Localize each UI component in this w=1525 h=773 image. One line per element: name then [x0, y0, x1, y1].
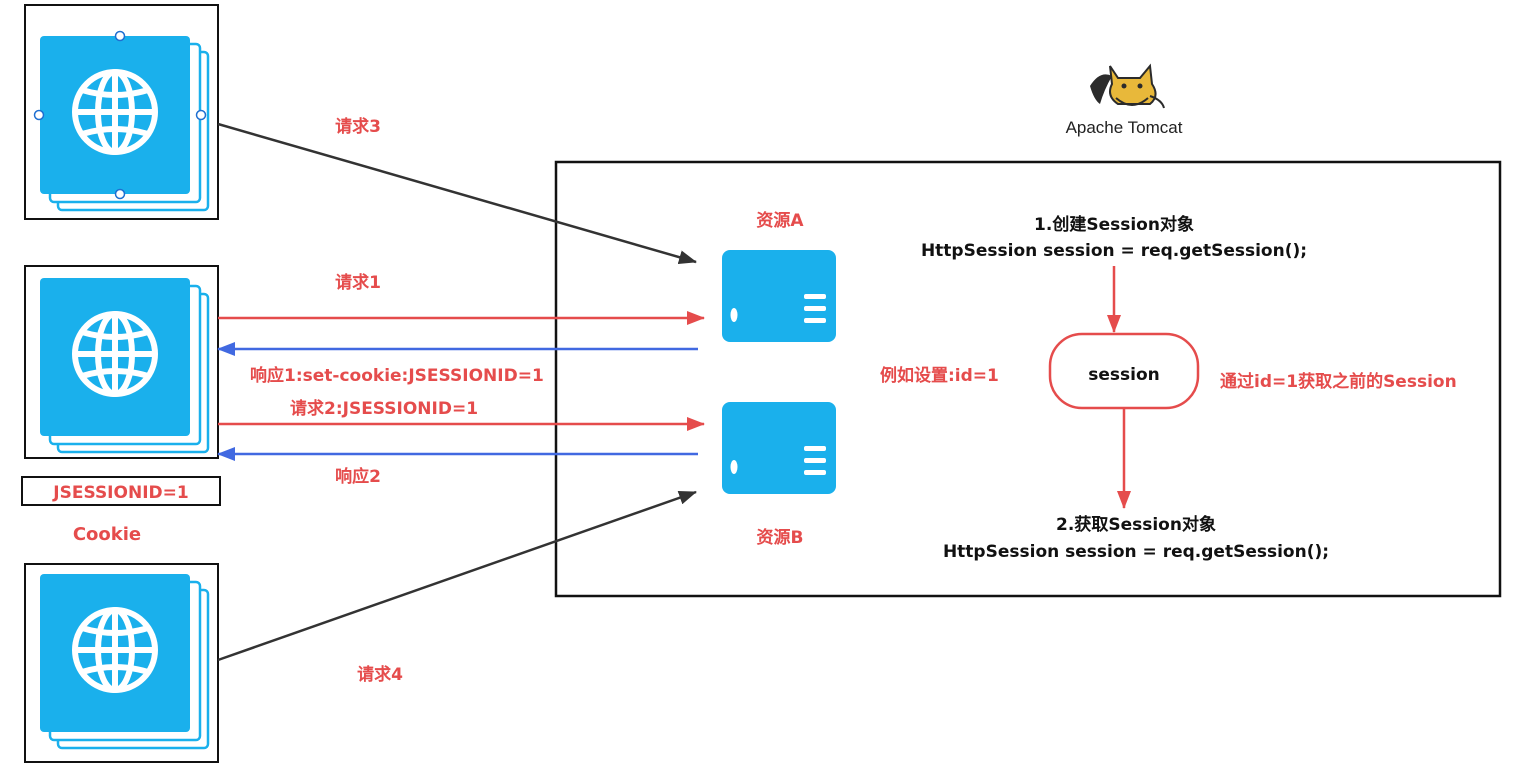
example-set-label: 例如设置:id=1 [880, 365, 999, 386]
cookie-box [21, 476, 221, 506]
cookie-value: JSESSIONID=1 [52, 483, 188, 503]
request1-label: 请求1 [335, 272, 381, 293]
request2-label: 请求2:JSESSIONID=1 [290, 398, 478, 419]
request3-arrow [217, 122, 697, 265]
resource-b-server [722, 402, 836, 494]
step1-code: HttpSession session = req.getSession(); [921, 241, 1307, 261]
client-browser-top [24, 4, 219, 220]
get-previous-label: 通过id=1获取之前的Session [1220, 371, 1457, 392]
session-node-label: session [1088, 365, 1160, 385]
tomcat-logo-text: Apache Tomcat [1066, 118, 1183, 137]
request4-arrow [217, 490, 697, 662]
request4-label: 请求4 [357, 664, 403, 685]
tomcat-logo: Apache Tomcat [1066, 63, 1183, 137]
resource-a-label: 资源A [756, 210, 804, 231]
tomcat-server-box [554, 160, 1502, 598]
response2-label: 响应2 [335, 466, 381, 487]
resource-a-server [722, 250, 836, 342]
step1-title: 1.创建Session对象 [1034, 214, 1194, 235]
client-browser-bottom [24, 563, 219, 763]
resource-b-label: 资源B [757, 527, 804, 548]
selection-handles [33, 30, 207, 200]
cookie-label: Cookie [73, 524, 141, 545]
request3-label: 请求3 [335, 116, 381, 137]
response1-label: 响应1:set-cookie:JSESSIONID=1 [250, 365, 544, 386]
step2-code: HttpSession session = req.getSession(); [943, 542, 1329, 562]
client-browser-middle [24, 265, 219, 459]
tomcat-cat-icon [1090, 63, 1165, 109]
step2-title: 2.获取Session对象 [1056, 514, 1216, 535]
